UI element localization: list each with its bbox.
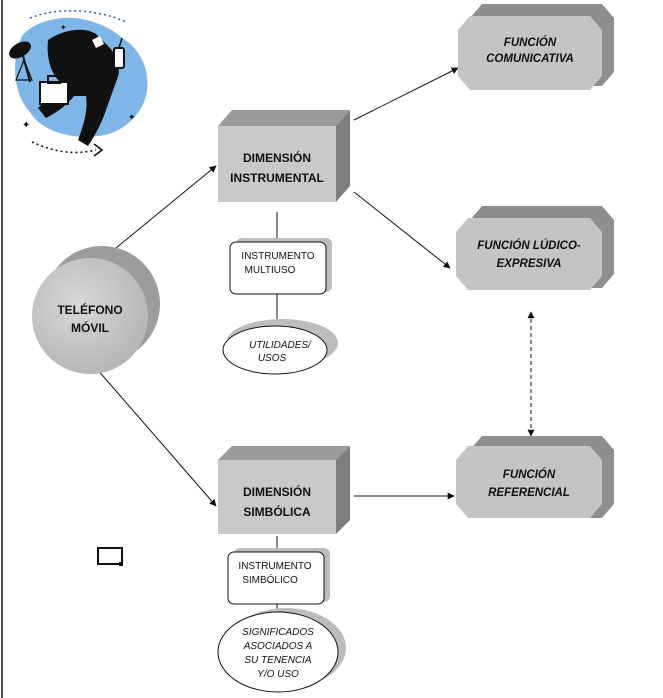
mobile-phone-clipart-icon: ✦ ✦ ✦ [9,10,148,157]
node-dimension-simbolica: DIMENSIÓN SIMBÓLICA [218,446,350,534]
node-utilidades-usos: UTILIDADES/ USOS [222,319,338,375]
node-instrumento-multiuso: INSTRUMENTO MULTIUSO [229,238,332,295]
significados-line4: Y/O USO [257,669,299,680]
node-funcion-comunicativa: FUNCIÓN COMUNICATIVA [458,4,614,90]
utilidades-line1: UTILIDADES/ [249,340,312,351]
svg-text:✦: ✦ [60,23,67,32]
instr-simbolico-line1: INSTRUMENTO [238,561,311,572]
dim-simbolica-line1: DIMENSIÓN [243,484,311,499]
instr-multiuso-line1: INSTRUMENTO [241,251,314,262]
node-significados-asociados: SIGNIFICADOS ASOCIADOS A SU TENENCIA Y/O… [217,608,346,693]
node-instrumento-simbolico: INSTRUMENTO SIMBÓLICO [227,548,330,605]
arrow-instrumental-to-comunicativa [353,67,459,121]
telefono-line1: TELÉFONO [57,302,122,317]
telefono-line2: MÓVIL [71,320,109,335]
func-referencial-line1: FUNCIÓN [503,468,556,481]
func-comunicativa-line1: FUNCIÓN [504,36,557,49]
small-box-icon [97,547,123,566]
func-referencial-line2: REFERENCIAL [488,487,570,499]
dim-instrumental-line2: INSTRUMENTAL [230,171,324,185]
svg-text:✦: ✦ [22,120,30,131]
instr-multiuso-line2: MULTIUSO [245,265,296,276]
node-dimension-instrumental: DIMENSIÓN INSTRUMENTAL [218,110,350,202]
utilidades-line2: USOS [258,353,287,364]
significados-line2: ASOCIADOS A [243,641,313,652]
dim-instrumental-line1: DIMENSIÓN [243,150,311,165]
instr-simbolico-line2: SIMBÓLICO [242,573,298,586]
func-comunicativa-line2: COMUNICATIVA [486,53,574,65]
func-ludico-line1: FUNCIÓN LÚDICO- [477,239,581,252]
arrow-telefono-to-simbolica [95,367,217,507]
svg-text:✦: ✦ [128,113,136,123]
func-ludico-line2: EXPRESIVA [497,258,562,270]
significados-line1: SIGNIFICADOS [242,627,314,638]
dim-simbolica-line2: SIMBÓLICA [243,504,311,519]
node-telefono-movil: TELÉFONO MÓVIL [32,246,160,374]
arrow-instrumental-to-ludico [353,191,451,269]
significados-line3: SU TENENCIA [244,655,312,666]
node-funcion-ludico-expresiva: FUNCIÓN LÚDICO- EXPRESIVA [456,206,614,290]
arrow-telefono-to-instrumental [115,165,217,249]
node-funcion-referencial: FUNCIÓN REFERENCIAL [456,436,614,518]
